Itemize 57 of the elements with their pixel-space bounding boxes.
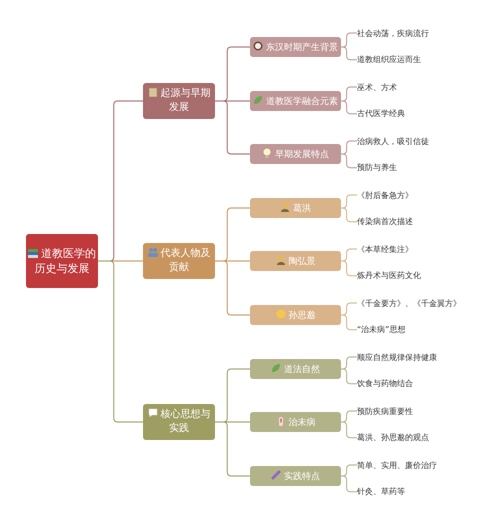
topic-text: 预防疾病重要性 <box>357 406 413 416</box>
topic-text: 核心思想与实践 <box>160 409 210 434</box>
connector <box>340 422 358 438</box>
topic-text: 代表人物及贡献 <box>160 248 210 273</box>
subtopic <box>250 144 341 164</box>
main-topic <box>143 83 215 119</box>
connector <box>340 154 358 168</box>
topic-text: 古代医学经典 <box>357 109 405 118</box>
connector <box>340 368 358 384</box>
connector <box>340 476 358 492</box>
subtopic <box>250 412 341 432</box>
topic-text: 道教组织应运而生 <box>357 55 421 64</box>
main-topic <box>143 243 215 279</box>
topic-text: 传染病首次描述 <box>357 217 413 226</box>
topic-text: 治病救人，吸引信徒 <box>357 136 429 146</box>
topic-text: 简单、实用、廉价治疗 <box>357 460 437 470</box>
subtopic <box>250 251 341 271</box>
topic-text: 早期发展特点 <box>275 150 329 160</box>
connector <box>340 46 358 60</box>
topic-text: “治未病”思想 <box>357 325 406 334</box>
topic-text: 道教医学的历史与发展 <box>34 247 96 275</box>
main-topic <box>143 404 215 440</box>
topic-text: 葛洪、孙思邈的观点 <box>357 433 429 442</box>
connector <box>340 208 358 222</box>
connector <box>340 314 358 330</box>
topic-text: 道教医学融合元素 <box>266 96 338 106</box>
topic-text: 顺应自然规律保持健康 <box>357 352 437 362</box>
subtopic <box>250 466 341 486</box>
topic-text: 社会动荡，疾病流行 <box>357 28 429 38</box>
topic-text: 巫术、方术 <box>357 82 397 92</box>
central-topic <box>26 234 98 288</box>
subtopic <box>250 198 341 218</box>
subtopic <box>250 305 341 325</box>
subtopic <box>250 37 341 57</box>
topic-text: 实践特点 <box>284 472 320 482</box>
topic-text: 东汉时期产生背景 <box>266 42 338 52</box>
subtopic <box>250 91 341 111</box>
connector <box>214 100 250 154</box>
connector <box>214 422 250 476</box>
connector <box>340 100 358 114</box>
topic-text: 起源与早期发展 <box>160 88 210 113</box>
topic-text: 《本草经集注》 <box>357 244 413 254</box>
topic-text: 针灸、草药等 <box>357 487 405 496</box>
connector <box>98 260 144 422</box>
topic-text: 道法自然 <box>284 364 320 374</box>
topic-text: 炼丹术与医药文化 <box>357 271 421 280</box>
topic-text: 葛洪 <box>293 204 311 214</box>
topic-text: 陶弘景 <box>288 256 316 266</box>
connector <box>214 260 250 316</box>
topic-text: 饮食与药物结合 <box>357 379 413 388</box>
topic-text: 《肘后备急方》 <box>357 190 413 200</box>
topic-text: 预防与养生 <box>357 163 397 172</box>
topic-text: 治未病 <box>288 418 316 428</box>
topic-text: 孙思邈 <box>288 310 316 320</box>
subtopic <box>250 359 341 379</box>
topic-text: 《千金要方》、《千金翼方》 <box>357 298 461 308</box>
connector <box>340 260 358 276</box>
